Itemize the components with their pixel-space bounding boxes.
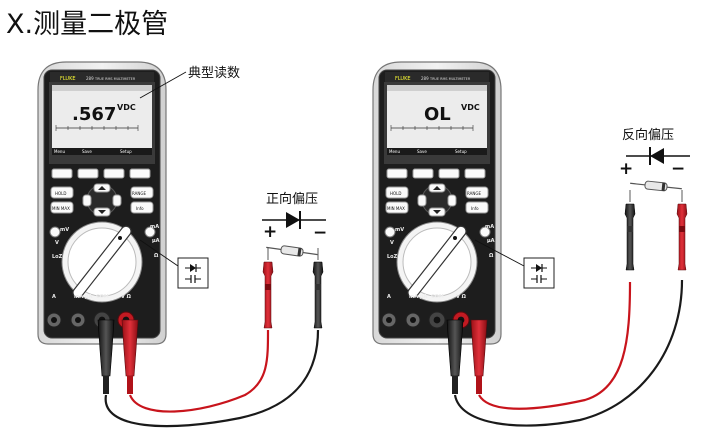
button-range[interactable]: RANGE <box>132 191 146 196</box>
forward-bias-label: 正向偏压 <box>266 192 319 207</box>
jack-label-a-right: A <box>387 294 391 300</box>
minus-sign-right: − <box>671 159 685 179</box>
jack-label-com: COM <box>96 294 109 300</box>
black-banana-plug <box>97 319 115 395</box>
dial-label-loz: LoZ <box>52 254 63 260</box>
button-info-right[interactable]: Info <box>471 206 479 211</box>
diode-component-right <box>629 178 683 194</box>
meter-left-brand: FLUKE <box>60 76 76 82</box>
plus-sign-right: + <box>619 159 633 179</box>
jack-label-com-right: COM <box>431 294 444 300</box>
left-wiring <box>97 71 324 428</box>
meter-right-reading: OL <box>424 104 451 125</box>
softkey-save-right[interactable]: Save <box>417 149 427 154</box>
diode-mode-inset-right <box>523 257 555 289</box>
meter-left: FLUKE 289 TRUE RMS MULTIMETER .567 VDC M… <box>37 61 167 345</box>
jack-label-ma: mA μA <box>74 294 92 300</box>
softkey-setup[interactable]: Setup <box>120 149 132 154</box>
plus-sign-left: + <box>263 222 277 242</box>
meter-right-unit: VDC <box>461 103 480 112</box>
dial-label-mv: mV <box>60 227 69 233</box>
button-range-right[interactable]: RANGE <box>467 191 481 196</box>
dial-label-ohm-right: Ω <box>489 253 494 259</box>
red-probe <box>262 247 274 329</box>
red-probe-right <box>676 189 688 271</box>
button-minmax-right[interactable]: MIN MAX <box>387 206 405 211</box>
black-probe <box>312 247 324 329</box>
softkey-menu-right[interactable]: Menu <box>389 149 400 154</box>
dial-label-loz-right: LoZ <box>387 254 398 260</box>
diode-component <box>265 242 319 260</box>
softkey-menu[interactable]: Menu <box>54 149 65 154</box>
softkey-save[interactable]: Save <box>82 149 92 154</box>
dial-label-v: V <box>55 240 59 246</box>
reverse-bias-label: 反向偏压 <box>622 128 675 143</box>
page-title: X.测量二极管 <box>6 9 169 40</box>
jack-label-vohm-right: V Ω <box>456 294 467 300</box>
dial-label-mv-right: mV <box>395 227 404 233</box>
leader-line <box>139 71 187 99</box>
red-lead-wire <box>128 329 270 413</box>
jack-label-ma-right: mA μA <box>409 294 427 300</box>
dial-label-ua: μA <box>152 238 160 244</box>
meter-left-model: 289 <box>86 76 94 81</box>
red-banana-plug <box>121 319 139 395</box>
meter-right-brand: FLUKE <box>395 76 411 82</box>
button-minmax[interactable]: MIN MAX <box>52 206 70 211</box>
button-hold[interactable]: HOLD <box>55 191 66 196</box>
black-lead-wire <box>104 329 320 428</box>
dial-label-ma: mA <box>150 224 159 230</box>
diode-mode-inset <box>177 257 209 289</box>
meter-left-unit: VDC <box>117 103 136 112</box>
meter-left-reading: .567 <box>72 104 116 125</box>
minus-sign-left: − <box>313 223 327 243</box>
softkey-setup-right[interactable]: Setup <box>455 149 467 154</box>
meter-right: FLUKE 289 TRUE RMS MULTIMETER OL VDC Men… <box>372 61 502 345</box>
meter-left-subtitle: TRUE RMS MULTIMETER <box>94 77 136 81</box>
right-wiring <box>446 178 688 427</box>
dial-label-v-right: V <box>390 240 394 246</box>
dial-label-ohm: Ω <box>154 253 159 259</box>
button-hold-right[interactable]: HOLD <box>390 191 401 196</box>
dial-label-ua-right: μA <box>487 238 495 244</box>
forward-bias-symbol <box>262 211 326 229</box>
meter-right-subtitle: TRUE RMS MULTIMETER <box>429 77 471 81</box>
meter-right-model: 289 <box>421 76 429 81</box>
jack-label-vohm: V Ω <box>121 294 132 300</box>
jack-label-a: A <box>52 294 56 300</box>
black-probe-right <box>624 189 636 271</box>
button-info[interactable]: Info <box>136 206 144 211</box>
typical-reading-label: 典型读数 <box>188 66 241 81</box>
reverse-bias-symbol <box>626 147 690 165</box>
dial-label-ma-right: mA <box>485 224 494 230</box>
